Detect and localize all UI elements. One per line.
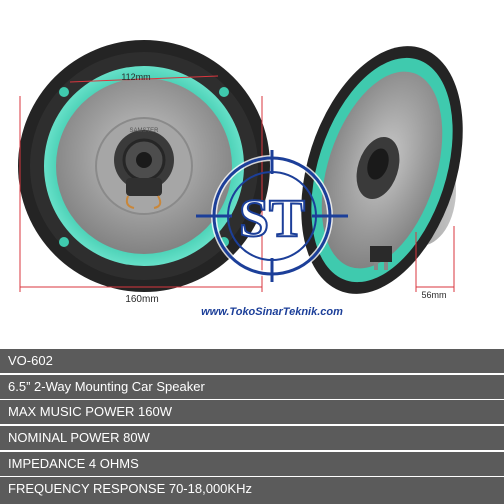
speaker-brand-text: SAMSTER: [129, 128, 159, 134]
spec-nominal-power: NOMINAL POWER 80W: [0, 426, 504, 450]
watermark-website: www.TokoSinarTeknik.com: [201, 306, 343, 318]
spec-list: VO-602 6.5” 2-Way Mounting Car Speaker M…: [0, 347, 504, 504]
depth-label: 56mm: [421, 290, 446, 300]
spec-model: VO-602: [0, 349, 504, 373]
outer-diameter-label: 160mm: [125, 294, 158, 305]
spec-max-power: MAX MUSIC POWER 160W: [0, 400, 504, 424]
speaker-photo: SAMSTER: [18, 40, 463, 318]
front-speaker: [18, 40, 270, 292]
watermark-logo: ST: [196, 150, 348, 282]
spec-frequency-response: FREQUENCY RESPONSE 70-18,000KHz: [0, 477, 504, 504]
inner-diameter-label: 112mm: [121, 72, 150, 82]
watermark-logo-text: ST: [239, 188, 305, 248]
side-speaker: [301, 46, 463, 294]
spec-impedance: IMPEDANCE 4 OHMS: [0, 452, 504, 476]
spec-description: 6.5” 2-Way Mounting Car Speaker: [0, 375, 504, 399]
